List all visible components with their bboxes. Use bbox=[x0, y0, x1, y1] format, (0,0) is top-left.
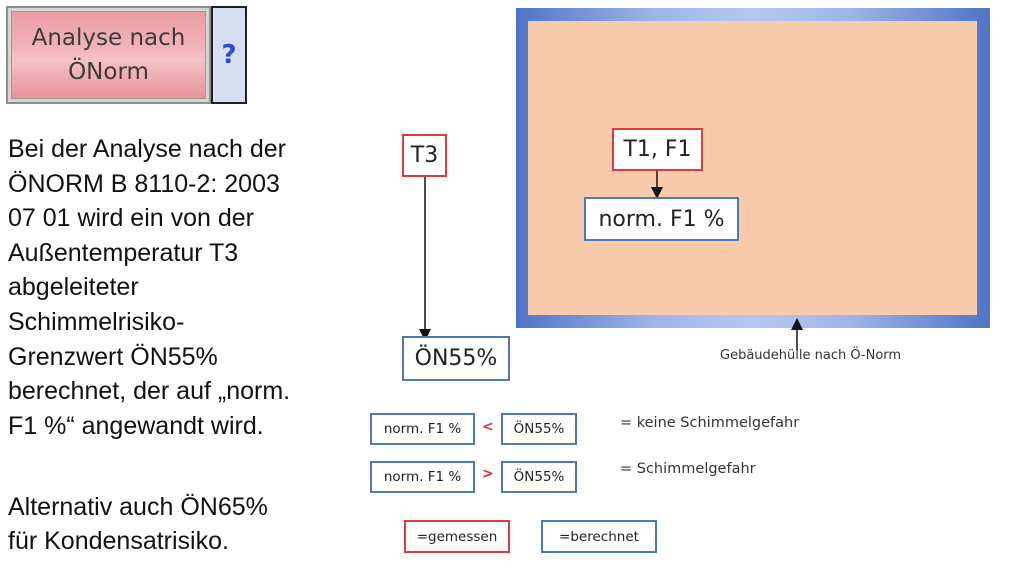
compare-1-operator: < bbox=[482, 419, 494, 435]
help-button[interactable]: ? bbox=[211, 6, 247, 104]
compare-1-result: = keine Schimmelgefahr bbox=[620, 415, 800, 431]
legend-calculated-label: =berechnet bbox=[559, 528, 639, 545]
compare-2-right: ÖN55% bbox=[501, 461, 577, 493]
on55-label: ÖN55% bbox=[414, 346, 498, 371]
t1-f1-label: T1, F1 bbox=[623, 137, 692, 162]
on55-box: ÖN55% bbox=[402, 336, 510, 381]
legend-measured: =gemessen bbox=[404, 520, 510, 553]
norm-f1-box: norm. F1 % bbox=[584, 197, 739, 241]
compare-1-left-label: norm. F1 % bbox=[383, 421, 462, 437]
norm-f1-label: norm. F1 % bbox=[598, 206, 725, 232]
compare-2-operator: > bbox=[482, 466, 494, 482]
compare-2-result: = Schimmelgefahr bbox=[620, 461, 756, 477]
building-interior bbox=[528, 21, 977, 315]
legend-measured-label: =gemessen bbox=[416, 528, 498, 545]
description-text: Bei der Analyse nach der ÖNORM B 8110-2:… bbox=[8, 135, 291, 440]
compare-2-right-label: ÖN55% bbox=[513, 469, 565, 485]
compare-1-right: ÖN55% bbox=[501, 413, 577, 445]
t3-box: T3 bbox=[402, 134, 447, 177]
alternative-text: Alternativ auch ÖN65% für Kondensatrisik… bbox=[8, 493, 268, 555]
compare-2-left: norm. F1 % bbox=[370, 461, 475, 493]
compare-1-right-label: ÖN55% bbox=[513, 421, 565, 437]
analyse-button-line2: ÖNorm bbox=[68, 59, 149, 85]
legend-calculated: =berechnet bbox=[541, 520, 657, 553]
envelope-caption: Gebäudehülle nach Ö-Norm bbox=[720, 348, 902, 363]
compare-2-left-label: norm. F1 % bbox=[383, 469, 462, 485]
question-mark-icon: ? bbox=[221, 40, 237, 70]
compare-1-left: norm. F1 % bbox=[370, 413, 475, 445]
analyse-button-line1: Analyse nach bbox=[31, 25, 186, 51]
analyse-onorm-button[interactable]: Analyse nach ÖNorm bbox=[6, 6, 211, 104]
analyse-button-label: Analyse nach ÖNorm bbox=[32, 21, 186, 89]
t3-label: T3 bbox=[410, 143, 439, 168]
t1-f1-box: T1, F1 bbox=[612, 128, 703, 171]
